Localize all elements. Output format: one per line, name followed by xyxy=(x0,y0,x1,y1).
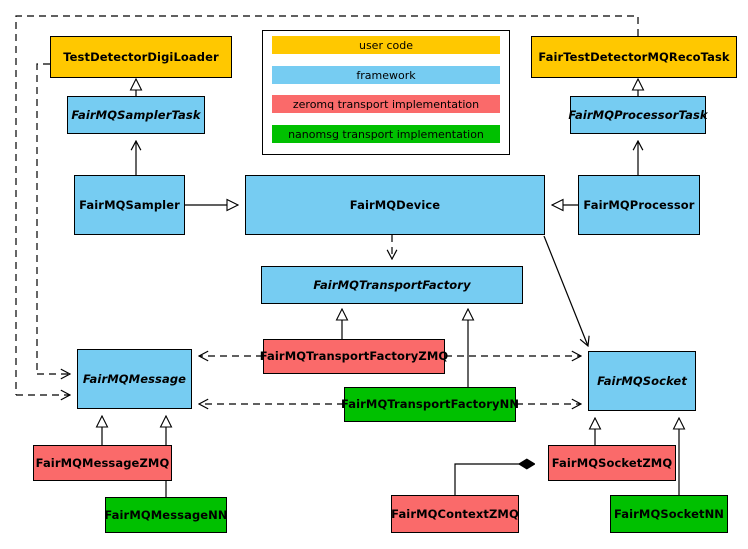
legend-label-framework: framework xyxy=(356,68,416,82)
class-node-fairmq-processor-task[interactable]: FairMQProcessorTask xyxy=(568,96,708,134)
class-label-fairmq-sampler-task: FairMQSamplerTask xyxy=(71,107,201,122)
edge-device-to-socket xyxy=(543,235,588,346)
class-node-fairmq-context-zmq[interactable]: FairMQContextZMQ xyxy=(391,495,519,533)
class-node-fairmq-message[interactable]: FairMQMessage xyxy=(77,349,192,409)
class-node-fairmq-socket[interactable]: FairMQSocket xyxy=(588,351,696,411)
class-label-fairmq-message-zmq: FairMQMessageZMQ xyxy=(35,455,170,470)
legend-label-zeromq: zeromq transport implementation xyxy=(292,97,480,111)
legend-item-zeromq: zeromq transport implementation xyxy=(272,95,500,113)
legend-label-nanomsg: nanomsg transport implementation xyxy=(288,127,484,141)
class-node-fairmq-socket-nn[interactable]: FairMQSocketNN xyxy=(610,495,728,533)
edge-socketzmq-owns-contextzmq xyxy=(454,464,534,495)
class-label-fairmq-processor: FairMQProcessor xyxy=(583,197,695,212)
class-label-fair-test-detector-mq-reco-task: FairTestDetectorMQRecoTask xyxy=(538,49,730,64)
class-node-fairmq-processor[interactable]: FairMQProcessor xyxy=(578,175,700,235)
class-node-fair-test-detector-mq-reco-task[interactable]: FairTestDetectorMQRecoTask xyxy=(531,36,737,78)
class-label-fairmq-processor-task: FairMQProcessorTask xyxy=(568,107,708,122)
class-node-fairmq-transport-factory-zmq[interactable]: FairMQTransportFactoryZMQ xyxy=(260,339,448,374)
class-label-test-detector-digi-loader: TestDetectorDigiLoader xyxy=(63,49,219,64)
edge-digiloader-to-message xyxy=(36,63,70,374)
class-node-fairmq-transport-factory[interactable]: FairMQTransportFactory xyxy=(261,266,523,304)
class-label-fairmq-socket: FairMQSocket xyxy=(597,373,687,388)
class-label-fairmq-message-nn: FairMQMessageNN xyxy=(104,507,228,522)
class-node-fairmq-message-zmq[interactable]: FairMQMessageZMQ xyxy=(33,445,172,481)
class-label-fairmq-context-zmq: FairMQContextZMQ xyxy=(391,506,519,521)
legend-item-nanomsg: nanomsg transport implementation xyxy=(272,125,500,143)
class-node-test-detector-digi-loader[interactable]: TestDetectorDigiLoader xyxy=(50,36,232,78)
class-node-fairmq-sampler[interactable]: FairMQSampler xyxy=(74,175,185,235)
class-label-fairmq-socket-nn: FairMQSocketNN xyxy=(613,506,725,521)
legend-item-user-code: user code xyxy=(272,36,500,54)
class-label-fairmq-transport-factory: FairMQTransportFactory xyxy=(313,277,471,292)
class-label-fairmq-sampler: FairMQSampler xyxy=(79,197,180,212)
legend-label-user-code: user code xyxy=(358,38,414,52)
class-node-fairmq-message-nn[interactable]: FairMQMessageNN xyxy=(104,497,228,533)
class-label-fairmq-device: FairMQDevice xyxy=(349,197,441,212)
class-label-fairmq-transport-factory-zmq: FairMQTransportFactoryZMQ xyxy=(259,349,449,364)
class-node-fairmq-device[interactable]: FairMQDevice xyxy=(245,175,545,235)
class-node-fairmq-transport-factory-nn[interactable]: FairMQTransportFactoryNN xyxy=(340,387,520,422)
legend-item-framework: framework xyxy=(272,66,500,84)
class-label-fairmq-transport-factory-nn: FairMQTransportFactoryNN xyxy=(340,397,520,412)
class-label-fairmq-message: FairMQMessage xyxy=(82,371,187,386)
class-node-fairmq-socket-zmq[interactable]: FairMQSocketZMQ xyxy=(548,445,676,481)
class-node-fairmq-sampler-task[interactable]: FairMQSamplerTask xyxy=(67,96,205,134)
class-label-fairmq-socket-zmq: FairMQSocketZMQ xyxy=(551,455,673,470)
